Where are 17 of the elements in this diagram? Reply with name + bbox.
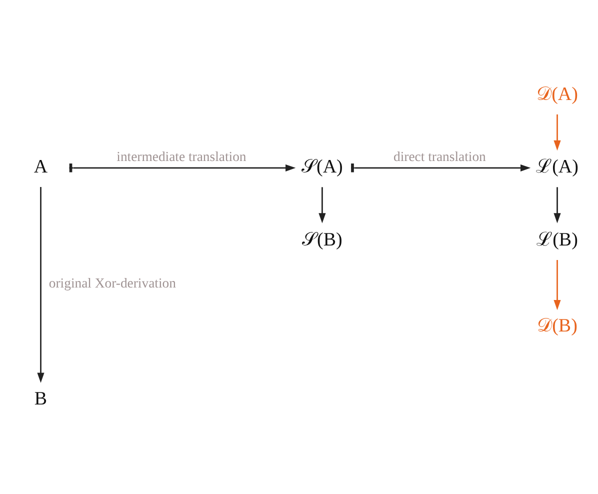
node-text: ℒ(B) <box>536 228 578 250</box>
arrow <box>318 186 326 223</box>
node-text: 𝒮(B) <box>302 228 342 250</box>
edge-label: original Xor-derivation <box>48 274 176 290</box>
arrow <box>554 260 561 310</box>
arrow <box>554 114 561 150</box>
edge-label: direct translation <box>394 148 486 164</box>
node-text: 𝒟(A) <box>536 83 578 104</box>
node-text: A <box>34 156 48 178</box>
node-text: 𝒟(B) <box>537 315 578 336</box>
arrow <box>554 186 561 223</box>
node-text: B <box>34 388 48 409</box>
node-text: ℒ(A) <box>536 156 578 178</box>
arrow <box>351 163 531 172</box>
node-text: 𝒮(A) <box>302 156 343 178</box>
edge-label: intermediate translation <box>116 148 246 164</box>
arrow <box>37 186 44 382</box>
